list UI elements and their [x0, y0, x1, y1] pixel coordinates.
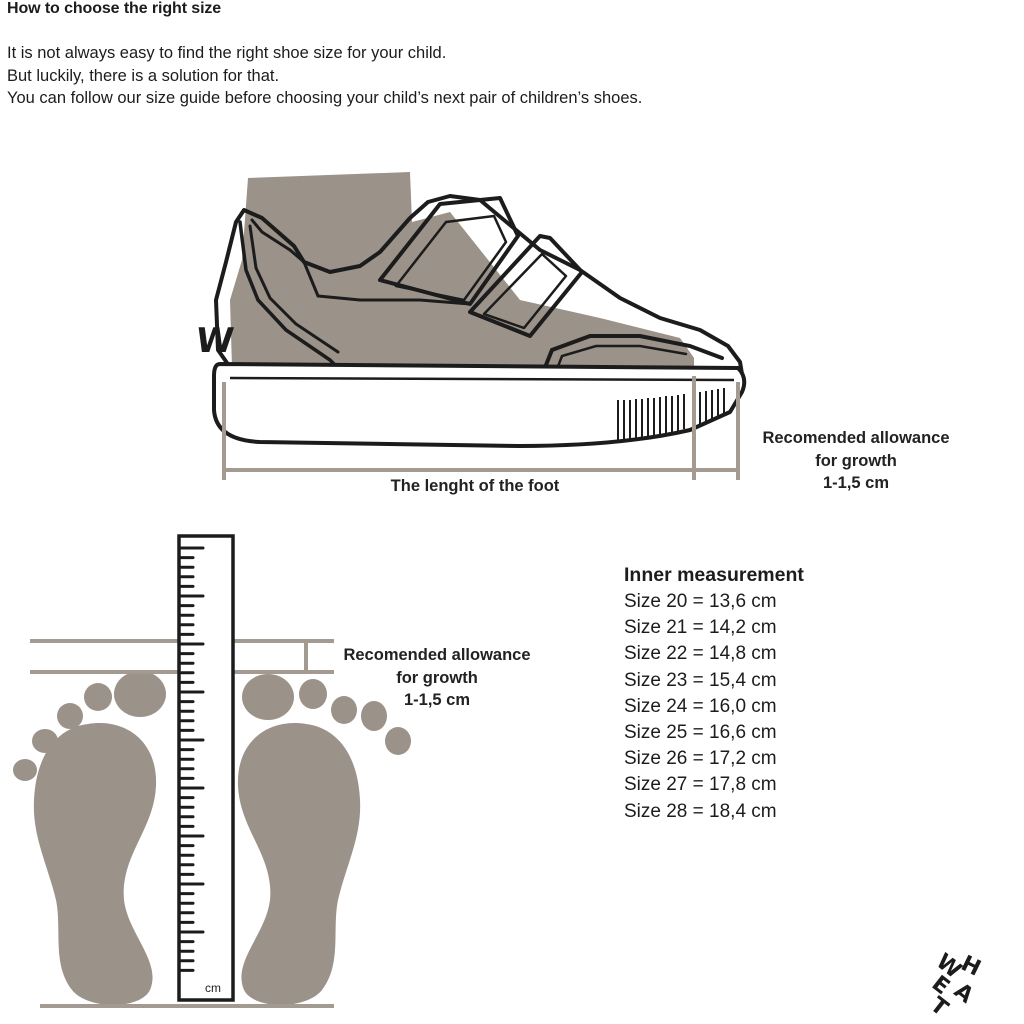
intro-line: But luckily, there is a solution for tha… [7, 66, 280, 85]
shoe-allowance-label: Recomended allowance for growth 1-1,5 cm [762, 429, 950, 492]
intro-text: It is not always easy to find the right … [7, 42, 907, 110]
size-row: Size 21 = 14,2 cm [624, 617, 777, 639]
svg-text:H: H [957, 951, 985, 982]
shoe-sole-ribs [617, 388, 725, 440]
foot-length-label: The lenght of the foot [390, 477, 560, 495]
brand-logo: W H E A T [925, 949, 985, 1022]
intro-line: You can follow our size guide before cho… [7, 89, 643, 107]
svg-text:A: A [949, 978, 978, 1008]
shoe-length-guide [222, 376, 740, 480]
shoe-strap [378, 196, 520, 306]
size-chart-title: Inner measurement [624, 564, 804, 586]
feet-illustration [13, 534, 411, 1008]
size-row: Size 20 = 13,6 cm [624, 591, 777, 612]
size-row: Size 24 = 16,0 cm [624, 695, 777, 717]
shoe-strap [468, 234, 584, 338]
shoe-foot-silhouette [230, 172, 694, 368]
svg-text:T: T [925, 993, 952, 1022]
ruler [177, 534, 235, 1002]
size-row: Size 23 = 15,4 cm [624, 669, 777, 691]
shoe-logo: W [194, 321, 236, 361]
size-row: Size 28 = 18,4 cm [624, 800, 777, 822]
feet-allowance-label: Recomended allowance for growth 1-1,5 cm [343, 646, 531, 709]
size-row: Size 22 = 14,8 cm [624, 643, 777, 665]
shoe-illustration: W [194, 172, 747, 480]
intro-line: It is not always easy to find the right … [7, 44, 447, 62]
shoe-sole [212, 362, 747, 448]
right-foot [237, 674, 411, 1005]
page-title: How to choose the right size [7, 0, 222, 17]
shoe-toe-cap [538, 334, 724, 382]
left-foot [13, 671, 166, 1005]
size-row: Size 27 = 17,8 cm [624, 774, 777, 796]
size-row: Size 25 = 16,6 cm [624, 722, 777, 744]
ruler-unit-label: cm [205, 981, 221, 995]
shoe-upper-outline [214, 194, 744, 376]
size-chart: Inner measurement Size 20 = 13,6 cm Size… [624, 563, 804, 825]
size-row: Size 26 = 17,2 cm [624, 748, 777, 770]
